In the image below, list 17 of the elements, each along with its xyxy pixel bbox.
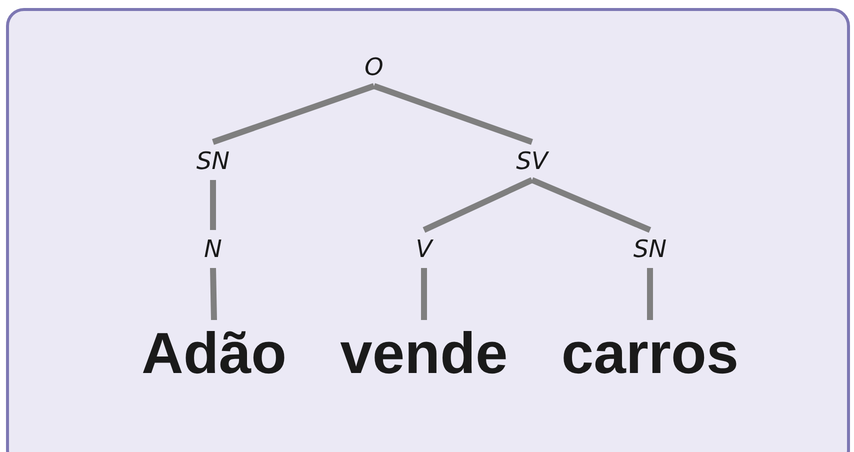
category-label: SN (196, 149, 230, 173)
sentence-word: carros (561, 325, 739, 383)
sentence-word: vende (340, 325, 508, 383)
tree-branch (210, 180, 216, 230)
tree-branch (530, 177, 652, 233)
tree-branch (421, 268, 427, 320)
tree-branch (422, 177, 534, 233)
tree-branch (210, 268, 217, 320)
category-label: V (416, 237, 432, 261)
category-label: SV (516, 149, 548, 173)
category-label: SN (633, 237, 667, 261)
tree-branch (647, 268, 653, 320)
tree-branch (373, 83, 533, 145)
sentence-word: Adão (142, 325, 286, 383)
tree-branch (212, 83, 375, 145)
category-label: N (204, 237, 222, 261)
category-label: O (364, 55, 384, 79)
